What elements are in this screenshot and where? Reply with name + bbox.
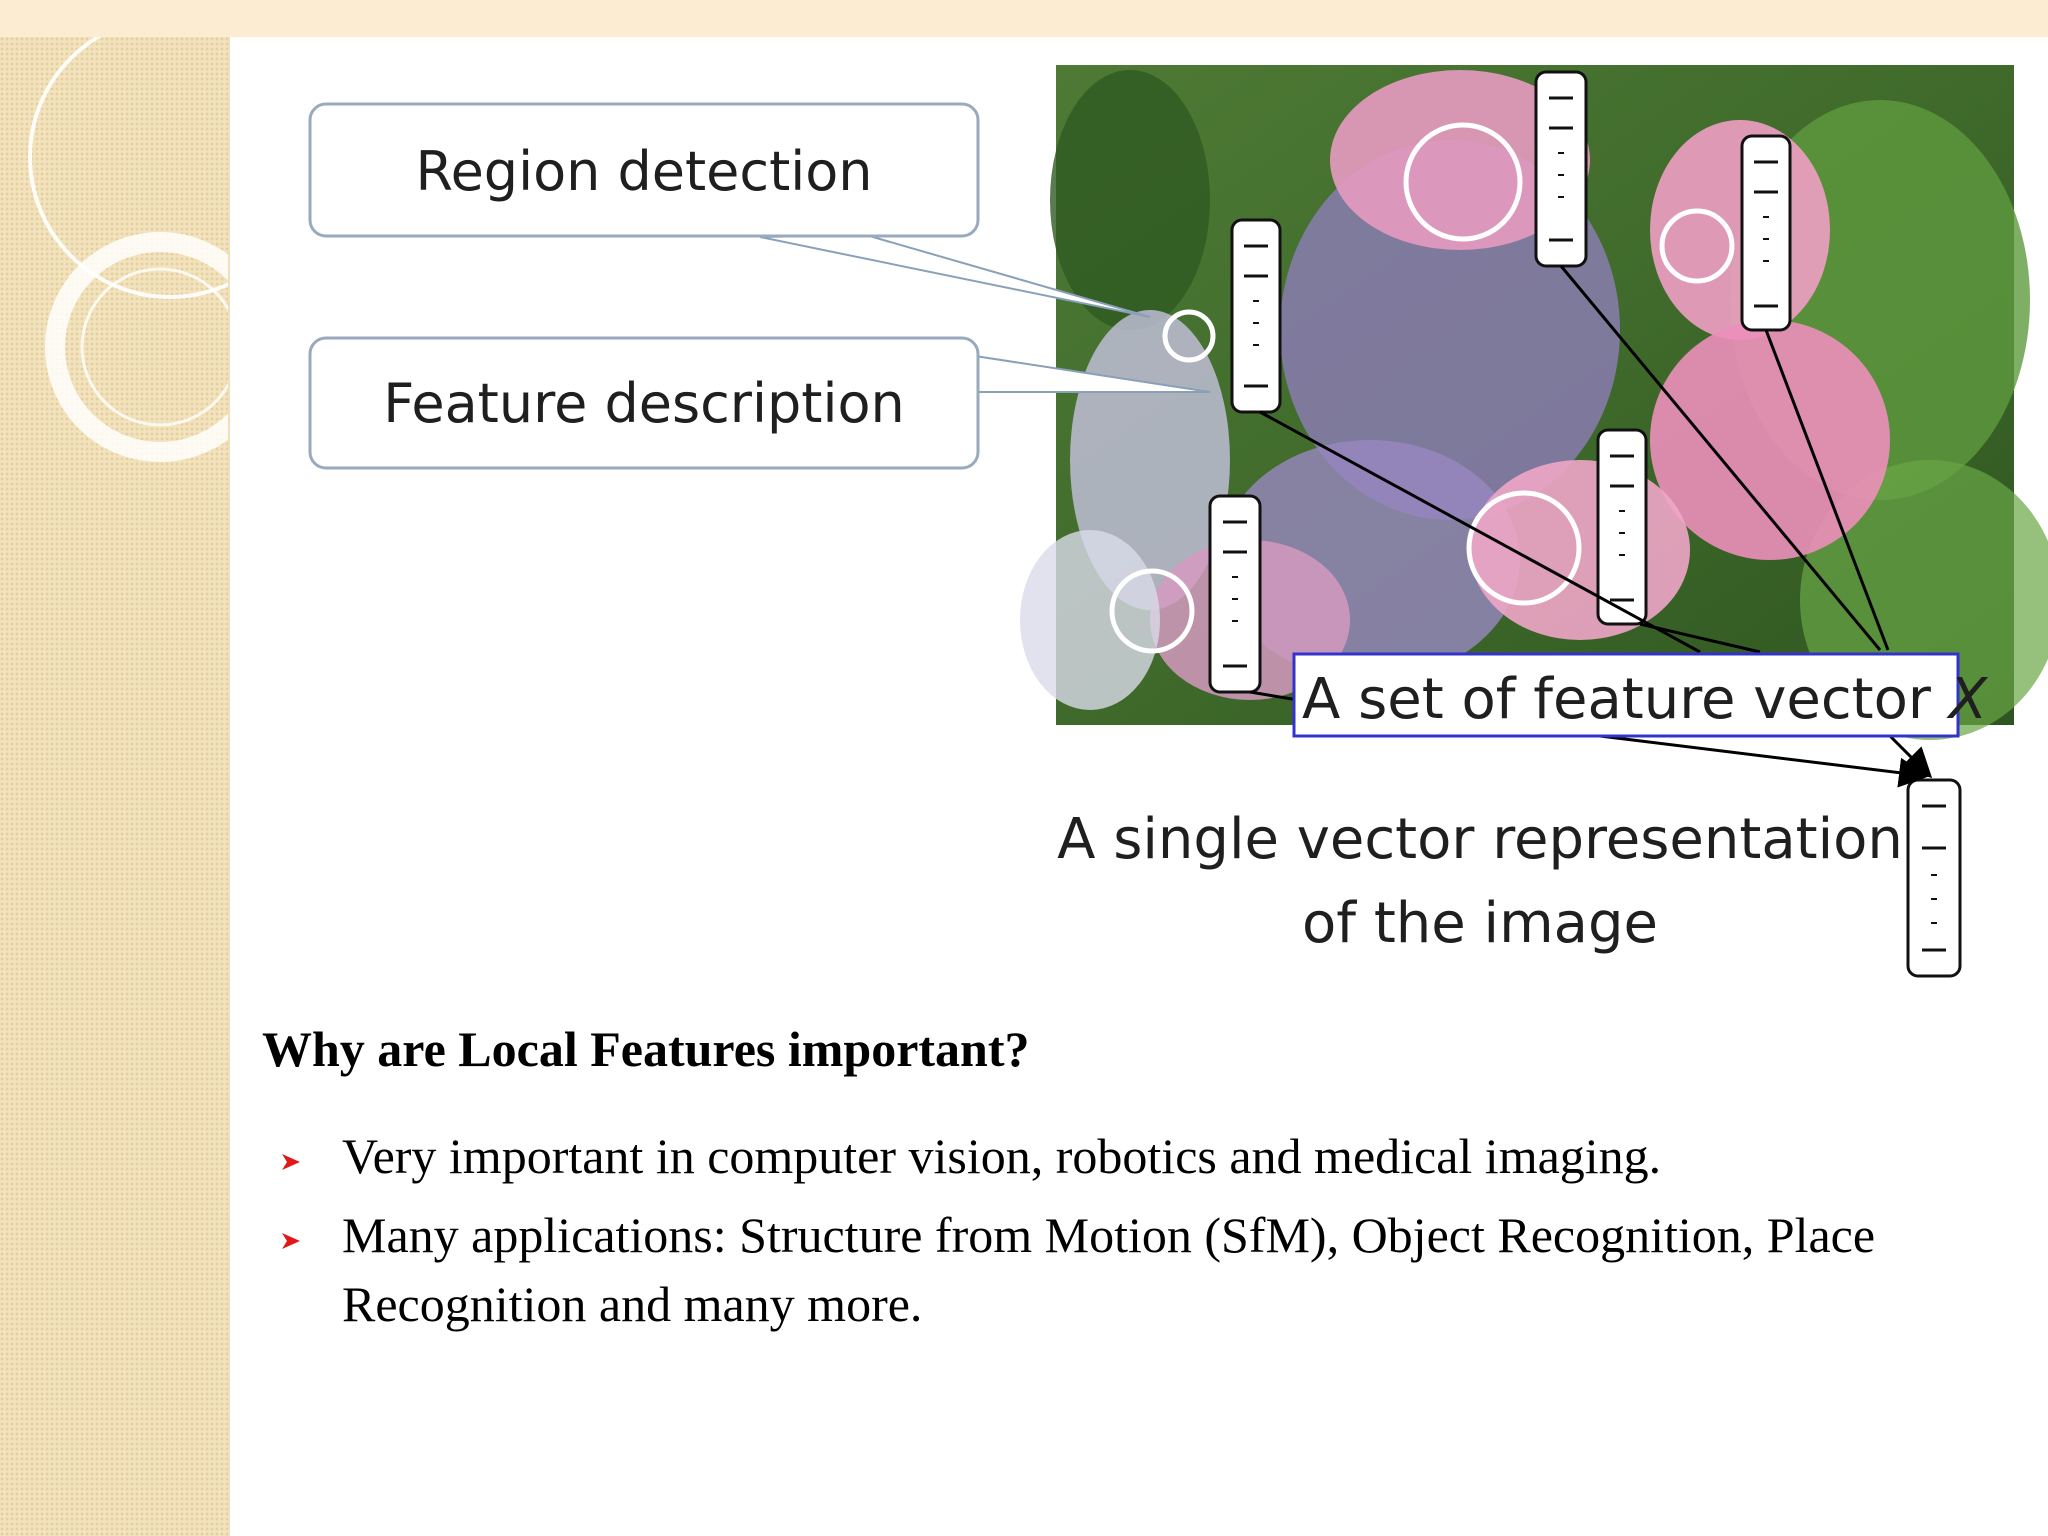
set-label-text: A set of feature vector: [1302, 667, 1932, 732]
single-caption-line1: A single vector representation: [1057, 807, 1903, 872]
feature-vector-2: [1534, 70, 1588, 268]
bullet-item: Very important in computer vision, robot…: [280, 1122, 1980, 1191]
single-caption-line2: of the image: [1302, 891, 1658, 956]
slide-heading: Why are Local Features important?: [262, 1021, 1030, 1077]
svg-text:A set of feature vector X: A set of feature vector X: [1302, 667, 1989, 732]
bullet-item: Many applications: Structure from Motion…: [280, 1201, 1980, 1339]
callout-region-detection: Region detection: [308, 102, 1151, 318]
top-band: [0, 0, 2048, 37]
feature-vector-3: [1740, 134, 1792, 332]
single-vector-caption: A single vector representation of the im…: [1057, 807, 1903, 956]
bullet-list: Very important in computer vision, robot…: [280, 1122, 1980, 1349]
feature-set-label: A set of feature vector X: [1292, 652, 1989, 738]
callout-feature-label: Feature description: [383, 372, 904, 435]
feature-vector-4: [1596, 428, 1648, 626]
feature-vectors: [1208, 70, 1962, 978]
set-label-variable: X: [1946, 667, 1989, 732]
callout-feature-description: Feature description: [308, 336, 1211, 470]
feature-vector-5: [1208, 494, 1262, 694]
flower-photo: [1020, 65, 2048, 740]
aggregation-arrows: [1249, 265, 1933, 788]
arrow-bullet-icon: [282, 1154, 300, 1170]
feature-vector-1: [1230, 218, 1282, 414]
single-vector: [1906, 778, 1962, 978]
arrow-bullet-icon: [282, 1233, 300, 1249]
callout-region-label: Region detection: [415, 140, 872, 203]
feature-diagram: Region detection Feature description: [308, 65, 2048, 978]
region-circles: [1109, 122, 1735, 654]
decorative-rings: [28, 37, 228, 462]
bullet-text: Very important in computer vision, robot…: [342, 1128, 1662, 1184]
bullet-text: Many applications: Structure from Motion…: [342, 1207, 1876, 1332]
